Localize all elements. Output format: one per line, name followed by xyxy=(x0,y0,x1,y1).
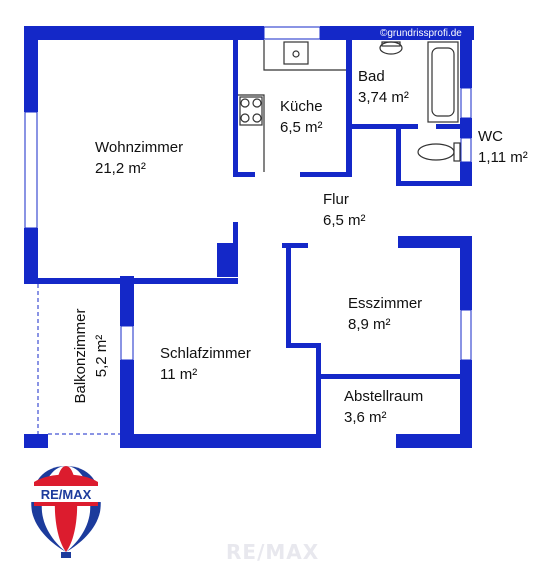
room-label-abstellraum: Abstellraum 3,6 m² xyxy=(344,386,423,428)
room-name: Esszimmer xyxy=(348,295,423,312)
windows xyxy=(24,26,472,361)
room-name: Wohnzimmer xyxy=(95,139,184,156)
room-label-wc: WC 1,11 m² xyxy=(478,126,528,168)
room-name: WC xyxy=(478,128,503,145)
room-label-balkonzimmer: Balkonzimmer 5,2 m² xyxy=(70,296,112,416)
room-name: Küche xyxy=(280,98,323,115)
room-area: 6,5 m² xyxy=(280,119,323,136)
room-name: Schlafzimmer xyxy=(160,345,251,362)
room-area: 11 m² xyxy=(160,366,198,383)
room-name: Flur xyxy=(323,191,349,208)
balcony xyxy=(37,284,124,435)
walls xyxy=(24,26,472,448)
room-area: 5,2 m² xyxy=(93,334,110,378)
room-label-bad: Bad 3,74 m² xyxy=(358,66,409,108)
room-label-kueche: Küche 6,5 m² xyxy=(280,96,323,138)
room-area: 6,5 m² xyxy=(323,212,366,229)
room-label-wohnzimmer: Wohnzimmer 21,2 m² xyxy=(95,137,183,179)
room-area: 21,2 m² xyxy=(95,160,146,177)
room-name: Bad xyxy=(358,68,385,85)
room-label-flur: Flur 6,5 m² xyxy=(323,189,366,231)
room-name: Abstellraum xyxy=(344,388,424,405)
remax-balloon-logo: RE/MAX xyxy=(30,466,102,558)
watermark-text: RE/MAX xyxy=(226,540,320,564)
room-label-schlafzimmer: Schlafzimmer 11 m² xyxy=(160,343,251,385)
logo-text: RE/MAX xyxy=(41,487,92,502)
room-area: 1,11 m² xyxy=(478,149,528,166)
bath-fixtures xyxy=(379,41,461,162)
credit-background xyxy=(374,26,474,40)
room-area: 3,74 m² xyxy=(358,89,409,106)
credit-text: ©grundrissprofi.de xyxy=(380,28,462,39)
room-name: Balkonzimmer xyxy=(72,308,89,404)
room-label-esszimmer: Esszimmer 8,9 m² xyxy=(348,293,422,335)
room-area: 8,9 m² xyxy=(348,316,391,333)
kitchen-fixtures xyxy=(238,40,346,172)
room-area: 3,6 m² xyxy=(344,409,387,426)
